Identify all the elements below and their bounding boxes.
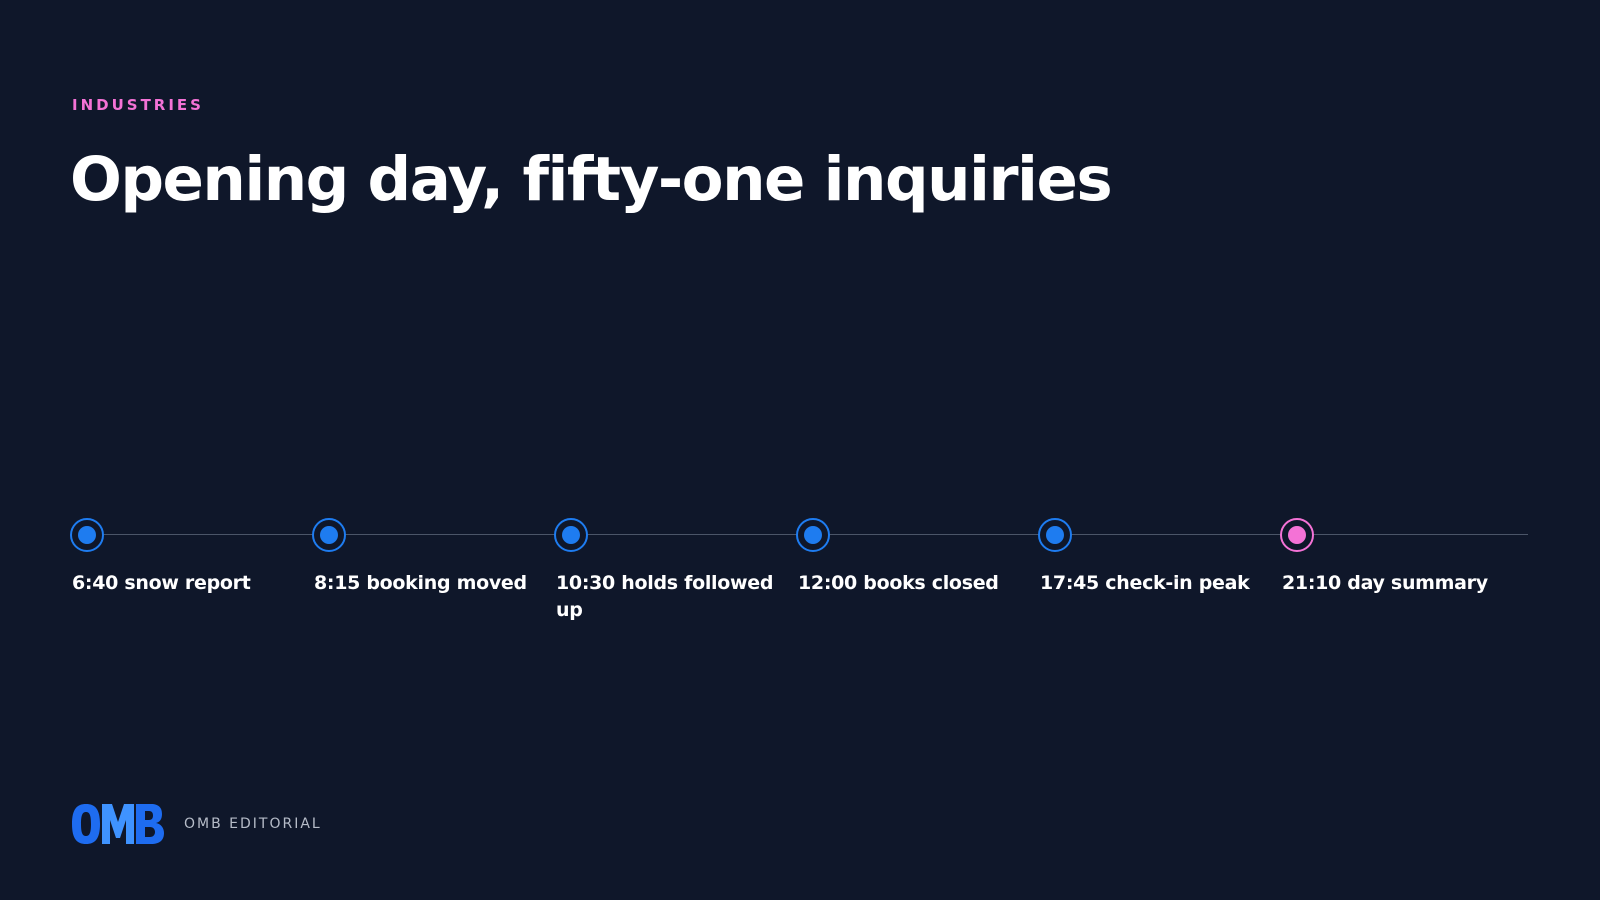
timeline-marker-highlight-icon bbox=[1280, 518, 1314, 552]
timeline-event-label: 21:10 day summary bbox=[1282, 572, 1488, 594]
timeline-marker-icon bbox=[312, 518, 346, 552]
timeline: 6:40 snow report 8:15 booking moved 10:3… bbox=[70, 518, 1528, 638]
omb-logo bbox=[72, 804, 164, 844]
timeline-event-label: 8:15 booking moved bbox=[314, 572, 527, 594]
section-eyebrow: INDUSTRIES bbox=[72, 96, 204, 114]
timeline-event-label: 10:30 holds followed up bbox=[556, 572, 774, 621]
brand-name: OMB EDITORIAL bbox=[184, 816, 322, 832]
page-title: Opening day, fifty-one inquiries bbox=[70, 144, 1113, 215]
timeline-marker-icon bbox=[70, 518, 104, 552]
timeline-event-label: 12:00 books closed bbox=[798, 572, 999, 594]
timeline-event-label: 17:45 check-in peak bbox=[1040, 572, 1250, 594]
footer: OMB EDITORIAL bbox=[72, 804, 322, 844]
timeline-marker-icon bbox=[1038, 518, 1072, 552]
timeline-event-label: 6:40 snow report bbox=[72, 572, 251, 594]
timeline-marker-icon bbox=[554, 518, 588, 552]
timeline-marker-icon bbox=[796, 518, 830, 552]
